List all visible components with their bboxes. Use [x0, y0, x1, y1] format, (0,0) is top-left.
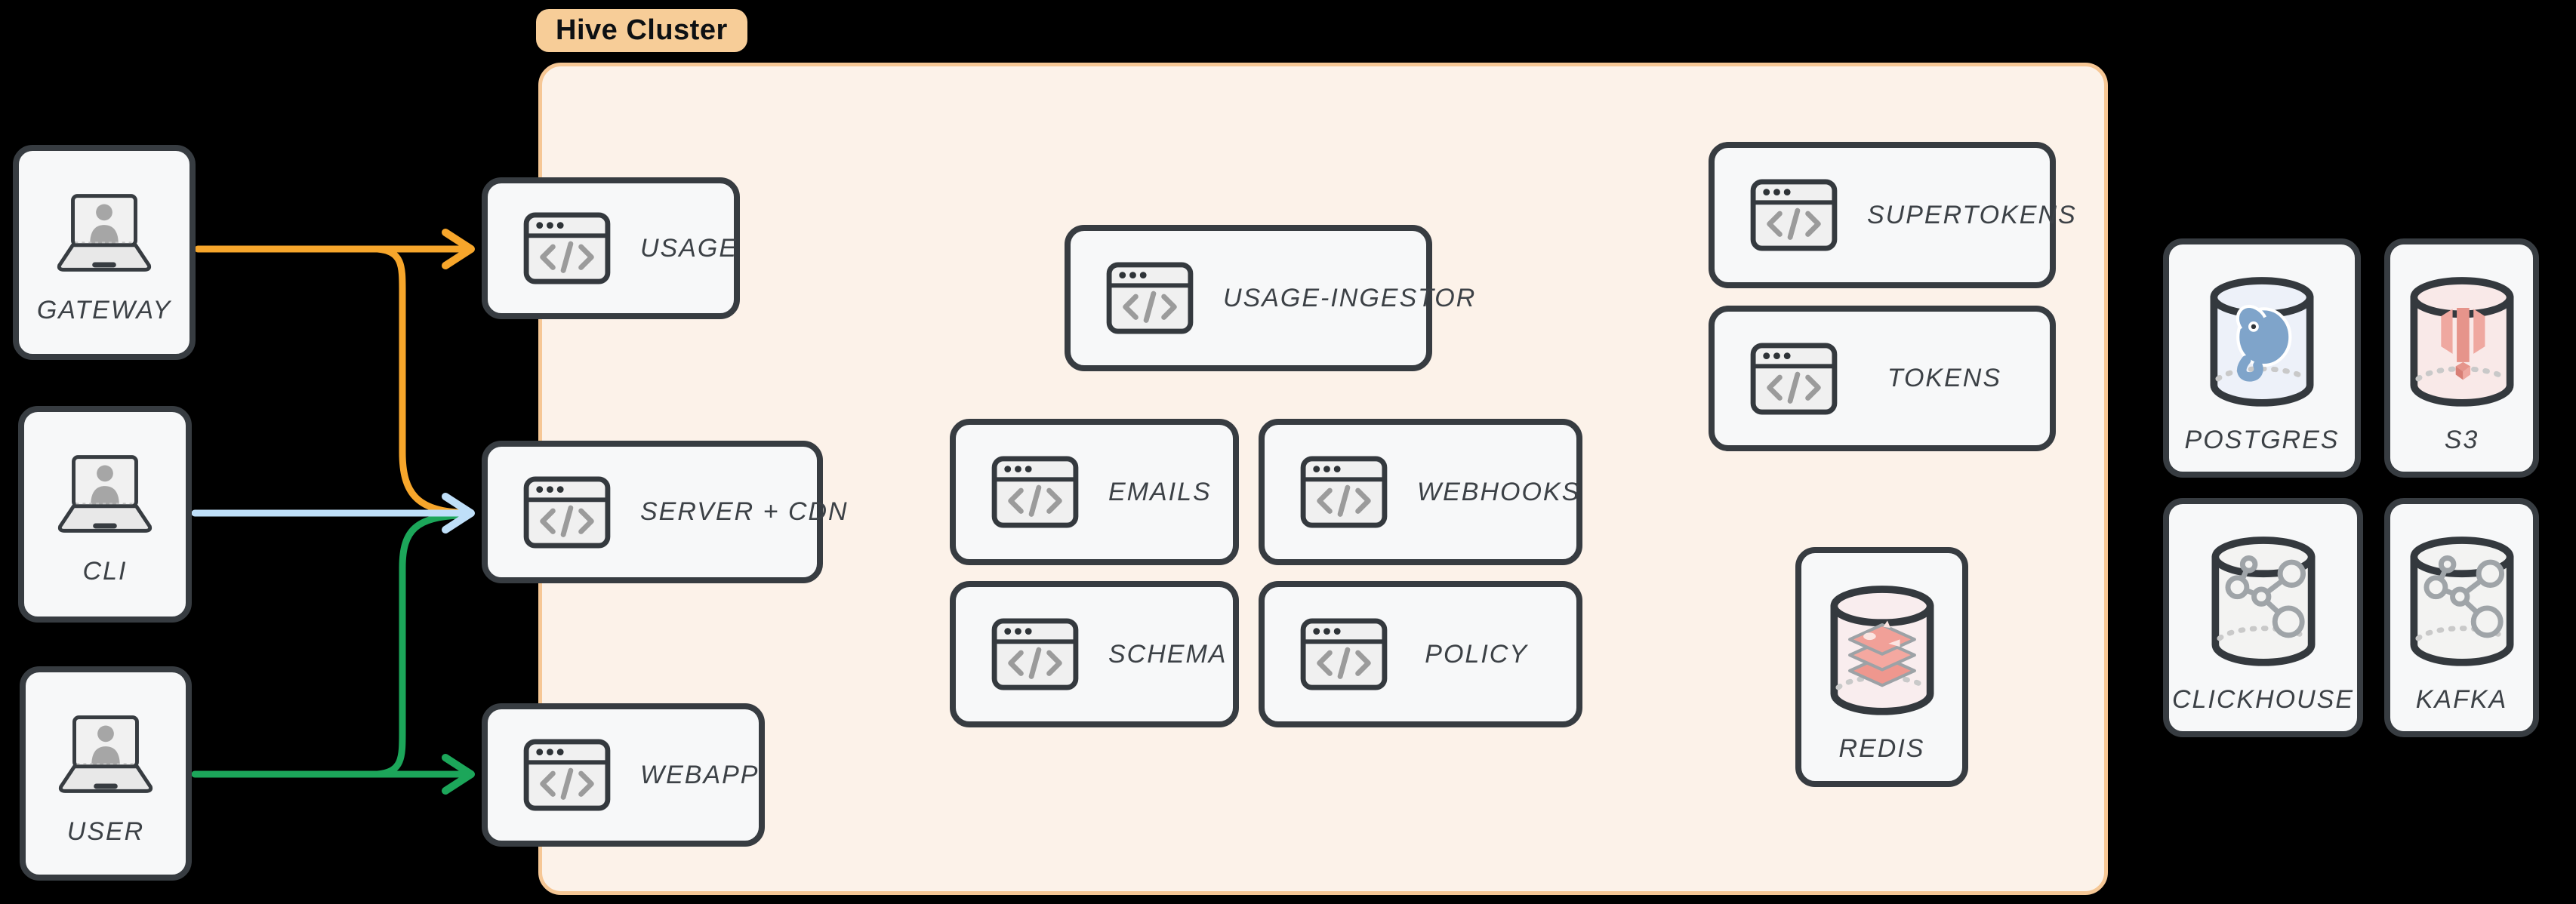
laptop-user-icon: [45, 453, 165, 536]
redis-database-icon: [1820, 579, 1945, 725]
node-webhooks-label: WEBHOOKS: [1417, 477, 1581, 506]
code-window-icon: [991, 455, 1080, 529]
node-schema-label: SCHEMA: [1108, 639, 1228, 669]
code-window-icon: [522, 211, 612, 285]
edge-user-servercdn: [374, 512, 464, 778]
node-supertokens-label: SUPERTOKENS: [1867, 200, 2077, 229]
code-window-icon: [1299, 617, 1388, 691]
node-tokens-label: TOKENS: [1887, 364, 2001, 392]
node-s3-label: S3: [2444, 426, 2479, 454]
node-server-cdn-label: SERVER + CDN: [640, 497, 849, 526]
kafka-database-icon: [2399, 530, 2525, 676]
code-window-icon: [1105, 261, 1194, 335]
node-clickhouse: CLICKHOUSE: [2163, 498, 2363, 737]
node-emails: EMAILS: [950, 419, 1239, 565]
node-gateway-label: GATEWAY: [36, 296, 172, 324]
node-emails-label: EMAILS: [1108, 477, 1212, 506]
node-supertokens: SUPERTOKENS: [1709, 142, 2075, 288]
node-policy-label: POLICY: [1425, 639, 1528, 669]
node-user-label: USER: [66, 817, 145, 846]
code-window-icon: [1749, 178, 1838, 252]
node-schema: SCHEMA: [950, 581, 1239, 727]
code-window-icon: [522, 475, 612, 549]
node-kafka: KAFKA: [2384, 498, 2539, 737]
code-window-icon: [991, 617, 1080, 691]
node-webhooks: WEBHOOKS: [1259, 419, 1582, 565]
s3-logo: [2440, 307, 2485, 380]
hive-cluster-label: Hive Cluster: [536, 9, 747, 52]
node-s3: S3: [2384, 238, 2539, 478]
s3-database-icon: [2399, 270, 2525, 417]
node-usage-label: USAGE: [640, 233, 738, 263]
node-cli-label: CLI: [82, 557, 128, 586]
node-tokens: TOKENS: [1709, 306, 2056, 451]
node-usage: USAGE: [482, 177, 740, 319]
molecule-logo: [2225, 555, 2306, 638]
postgres-database-icon: [2199, 270, 2325, 417]
node-cli: CLI: [18, 406, 192, 623]
node-postgres: POSTGRES: [2163, 238, 2361, 478]
clickhouse-database-icon: [2201, 530, 2326, 676]
node-user: USER: [20, 666, 192, 881]
node-webapp-label: WEBAPP: [640, 760, 760, 789]
node-policy: POLICY: [1259, 581, 1582, 727]
node-webapp: WEBAPP: [482, 703, 765, 847]
node-gateway: GATEWAY: [13, 145, 196, 360]
node-clickhouse-label: CLICKHOUSE: [2171, 685, 2355, 714]
laptop-user-icon: [46, 713, 165, 796]
edge-gateway-servercdn: [374, 245, 464, 516]
redis-logo: [1847, 620, 1916, 687]
node-kafka-label: KAFKA: [2415, 685, 2508, 714]
code-window-icon: [1749, 342, 1838, 416]
edge-gateway-usage-head: [442, 229, 475, 269]
molecule-logo: [2423, 555, 2504, 638]
node-server-cdn: SERVER + CDN: [482, 441, 847, 583]
node-usage-ingestor-label: USAGE-INGESTOR: [1223, 283, 1477, 312]
edge-cli-servercdn-head: [442, 493, 475, 533]
node-redis-label: REDIS: [1838, 734, 1925, 763]
node-redis: REDIS: [1795, 547, 1968, 787]
code-window-icon: [1299, 455, 1388, 529]
code-window-icon: [522, 738, 612, 812]
laptop-user-icon: [45, 192, 164, 275]
node-usage-ingestor: USAGE-INGESTOR: [1065, 225, 1474, 371]
postgres-logo: [2236, 304, 2292, 382]
node-postgres-label: POSTGRES: [2184, 426, 2340, 454]
edge-user-webapp-head: [442, 754, 475, 795]
